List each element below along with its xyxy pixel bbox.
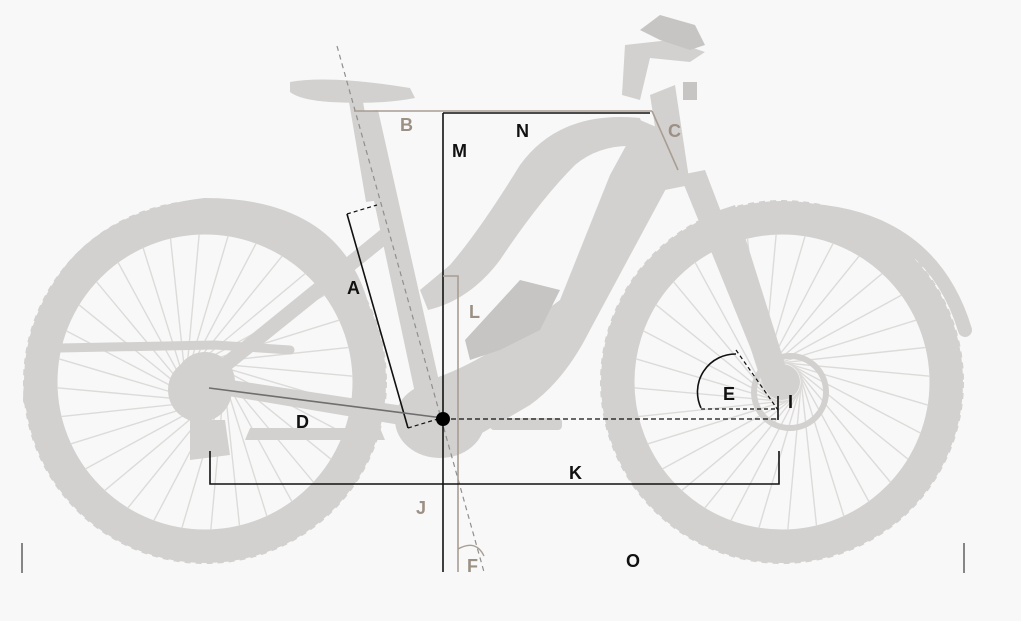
label-l: L xyxy=(469,302,480,322)
dim-line-a-cap-bottom xyxy=(407,417,442,429)
spoke xyxy=(789,362,909,460)
spoke xyxy=(774,346,926,365)
front-fender xyxy=(633,202,972,337)
label-c: C xyxy=(668,121,681,141)
spoke xyxy=(681,392,800,492)
label-f: F xyxy=(467,556,478,576)
dimension-labels: A B C D E F I J K L M N O xyxy=(296,115,793,576)
spoke xyxy=(704,389,802,509)
dim-line-a-cap-top xyxy=(346,204,378,215)
label-j: J xyxy=(416,498,426,518)
spoke xyxy=(792,364,892,483)
spoke xyxy=(647,397,794,445)
angle-e-axis xyxy=(735,349,779,411)
label-k: K xyxy=(569,463,582,483)
spoke xyxy=(787,378,803,530)
label-e: E xyxy=(723,384,735,404)
bottom-bracket-point xyxy=(436,412,450,426)
spoke xyxy=(797,370,845,517)
dim-line-k xyxy=(209,451,780,485)
seat-tube-axis xyxy=(336,45,485,573)
label-m: M xyxy=(452,141,467,161)
bike-silhouette xyxy=(23,15,972,564)
spoke xyxy=(785,361,922,434)
spoke xyxy=(661,395,797,470)
spoke xyxy=(795,367,870,503)
spoke xyxy=(634,387,786,403)
geometry-lines xyxy=(21,45,965,573)
spoke xyxy=(799,374,818,526)
spoke xyxy=(778,361,930,377)
label-a: A xyxy=(347,278,360,298)
dim-line-l xyxy=(443,275,459,572)
spoke xyxy=(730,385,803,522)
dim-line-d xyxy=(208,387,444,419)
label-b: B xyxy=(400,115,413,135)
label-o: O xyxy=(626,551,640,571)
dim-line-c xyxy=(651,110,679,171)
dim-line-a xyxy=(346,213,409,429)
spoke xyxy=(635,358,783,403)
spoke xyxy=(781,361,929,406)
spoke xyxy=(758,381,803,529)
angle-arc-e xyxy=(696,353,737,409)
frame xyxy=(168,40,790,460)
spoke xyxy=(638,399,790,418)
frame-detail xyxy=(465,15,705,360)
rear-fender xyxy=(23,197,367,407)
label-d: D xyxy=(296,412,309,432)
rear-rack xyxy=(55,340,295,355)
label-i: I xyxy=(788,392,793,412)
angle-arc-f xyxy=(457,544,485,557)
label-n: N xyxy=(516,121,529,141)
